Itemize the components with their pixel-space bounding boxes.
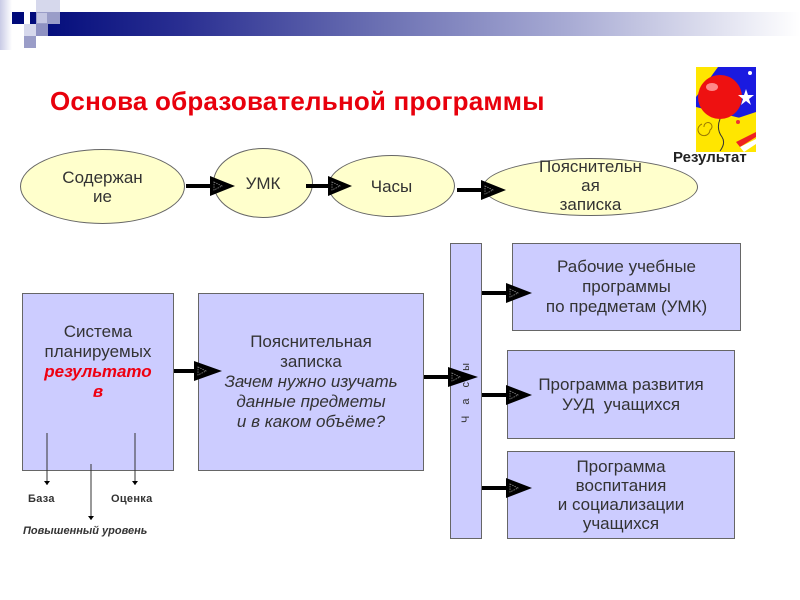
- note-line5: и в каком объёме?: [236, 412, 386, 431]
- explanatory-ellipse-line2: ая: [581, 175, 600, 195]
- hours-ellipse-label: Часы: [370, 176, 413, 196]
- upbringing-line2: воспитания: [575, 476, 667, 495]
- explanatory-ellipse-line3: записка: [559, 194, 622, 214]
- decor-square: [24, 24, 36, 36]
- note-line4: данные предметы: [236, 392, 386, 411]
- planned-results-line3: результато: [44, 362, 152, 381]
- slide-title: Основа образовательной программы: [50, 86, 545, 116]
- note-line1: Пояснительная: [250, 332, 372, 351]
- decor-square: [12, 12, 24, 24]
- decor-square: [36, 12, 48, 24]
- work-programs-line3: по предметам (УМК): [545, 297, 708, 316]
- decor-square: [0, 0, 12, 50]
- content-ellipse: Содержан ие: [20, 149, 185, 224]
- balloon-clipart-icon: [696, 67, 756, 152]
- note-line2: записка: [280, 352, 342, 371]
- upbringing-line4: учащихся: [582, 514, 660, 533]
- planned-results-box: Система планируемых результато в: [22, 293, 174, 471]
- result-label: Результат: [673, 149, 747, 166]
- planned-results-line2: планируемых: [44, 342, 152, 361]
- upbringing-line3: и социализации: [557, 495, 685, 514]
- decor-square: [36, 0, 60, 12]
- content-ellipse-line1: Содержан: [62, 167, 143, 187]
- uud-program-line1: Программа развития: [538, 374, 704, 394]
- planned-results-line1: Система: [63, 322, 133, 341]
- hours-bar: Ч а с ы: [450, 243, 482, 539]
- decor-square: [48, 12, 60, 24]
- umk-ellipse: УМК: [213, 148, 313, 218]
- explanatory-note-ellipse: Пояснительн ая записка: [483, 156, 698, 216]
- upbringing-line1: Программа: [576, 457, 666, 476]
- branch-label-base: База: [28, 493, 55, 505]
- uud-program-box: Программа развития УУД учащихся: [507, 350, 735, 439]
- branch-label-advanced: Повышенный уровень: [23, 525, 148, 537]
- header-banner: [30, 12, 800, 36]
- content-ellipse-line2: ие: [93, 186, 112, 206]
- planned-results-line4: в: [92, 382, 104, 401]
- hours-ellipse: Часы: [328, 155, 455, 217]
- branch-label-assessment: Оценка: [111, 493, 153, 505]
- explanatory-ellipse-line1: Пояснительн: [539, 156, 642, 176]
- decor-square: [36, 24, 48, 36]
- umk-ellipse-label: УМК: [245, 173, 281, 193]
- upbringing-program-box: Программа воспитания и социализации учащ…: [507, 451, 735, 539]
- header-decoration: [0, 0, 800, 50]
- note-line3: Зачем нужно изучать: [224, 372, 398, 391]
- decor-square: [24, 36, 36, 48]
- uud-program-line2: УУД учащихся: [561, 394, 681, 414]
- work-programs-line1: Рабочие учебные: [557, 257, 696, 276]
- hours-bar-label: Ч а с ы: [460, 358, 472, 424]
- work-programs-box: Рабочие учебные программы по предметам (…: [512, 243, 741, 331]
- explanatory-note-box: Пояснительная записка Зачем нужно изучат…: [198, 293, 424, 471]
- work-programs-line2: программы: [582, 277, 671, 296]
